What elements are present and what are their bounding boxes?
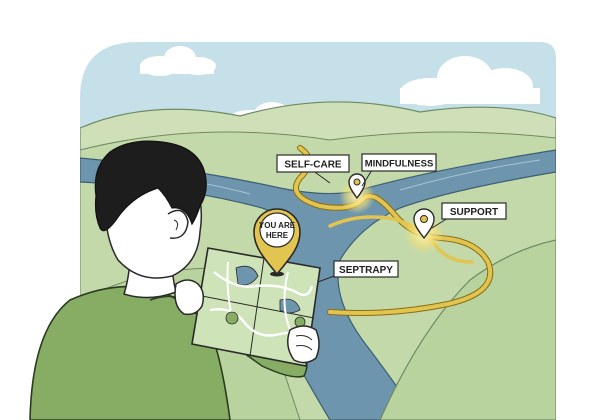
label-mindfulness[interactable]: MINDFULNESS	[361, 153, 437, 172]
label-support-text: SUPPORT	[450, 207, 498, 218]
connector-support	[431, 217, 449, 229]
pin-text-line2: HERE	[266, 231, 289, 240]
connector-therapy	[317, 275, 335, 283]
label-therapy-text: SEPTRAPY	[339, 265, 393, 276]
pin-support-icon[interactable]	[413, 208, 435, 240]
person	[29, 140, 308, 420]
you-are-here-pin-icon[interactable]: YOU ARE HERE	[253, 208, 301, 277]
cloud-right	[400, 56, 540, 106]
label-self-care[interactable]: SELF-CARE	[276, 154, 350, 173]
person-hair	[94, 140, 207, 232]
label-self-care-text: SELF-CARE	[284, 160, 342, 171]
cloud-left	[140, 46, 216, 76]
pin-text-line1: YOU ARE	[259, 221, 296, 230]
label-mindfulness-text: MINDFULNESS	[365, 159, 434, 170]
connector-mindfulness	[361, 169, 373, 187]
river-highlight-2	[399, 159, 541, 191]
person-hand-left	[174, 279, 205, 316]
hill-near-right	[379, 239, 556, 420]
person-hand-right	[287, 325, 320, 364]
label-therapy[interactable]: SEPTRAPY	[333, 260, 399, 278]
label-support[interactable]: SUPPORT	[441, 202, 507, 220]
pin-mindfulness-icon[interactable]	[348, 173, 366, 200]
